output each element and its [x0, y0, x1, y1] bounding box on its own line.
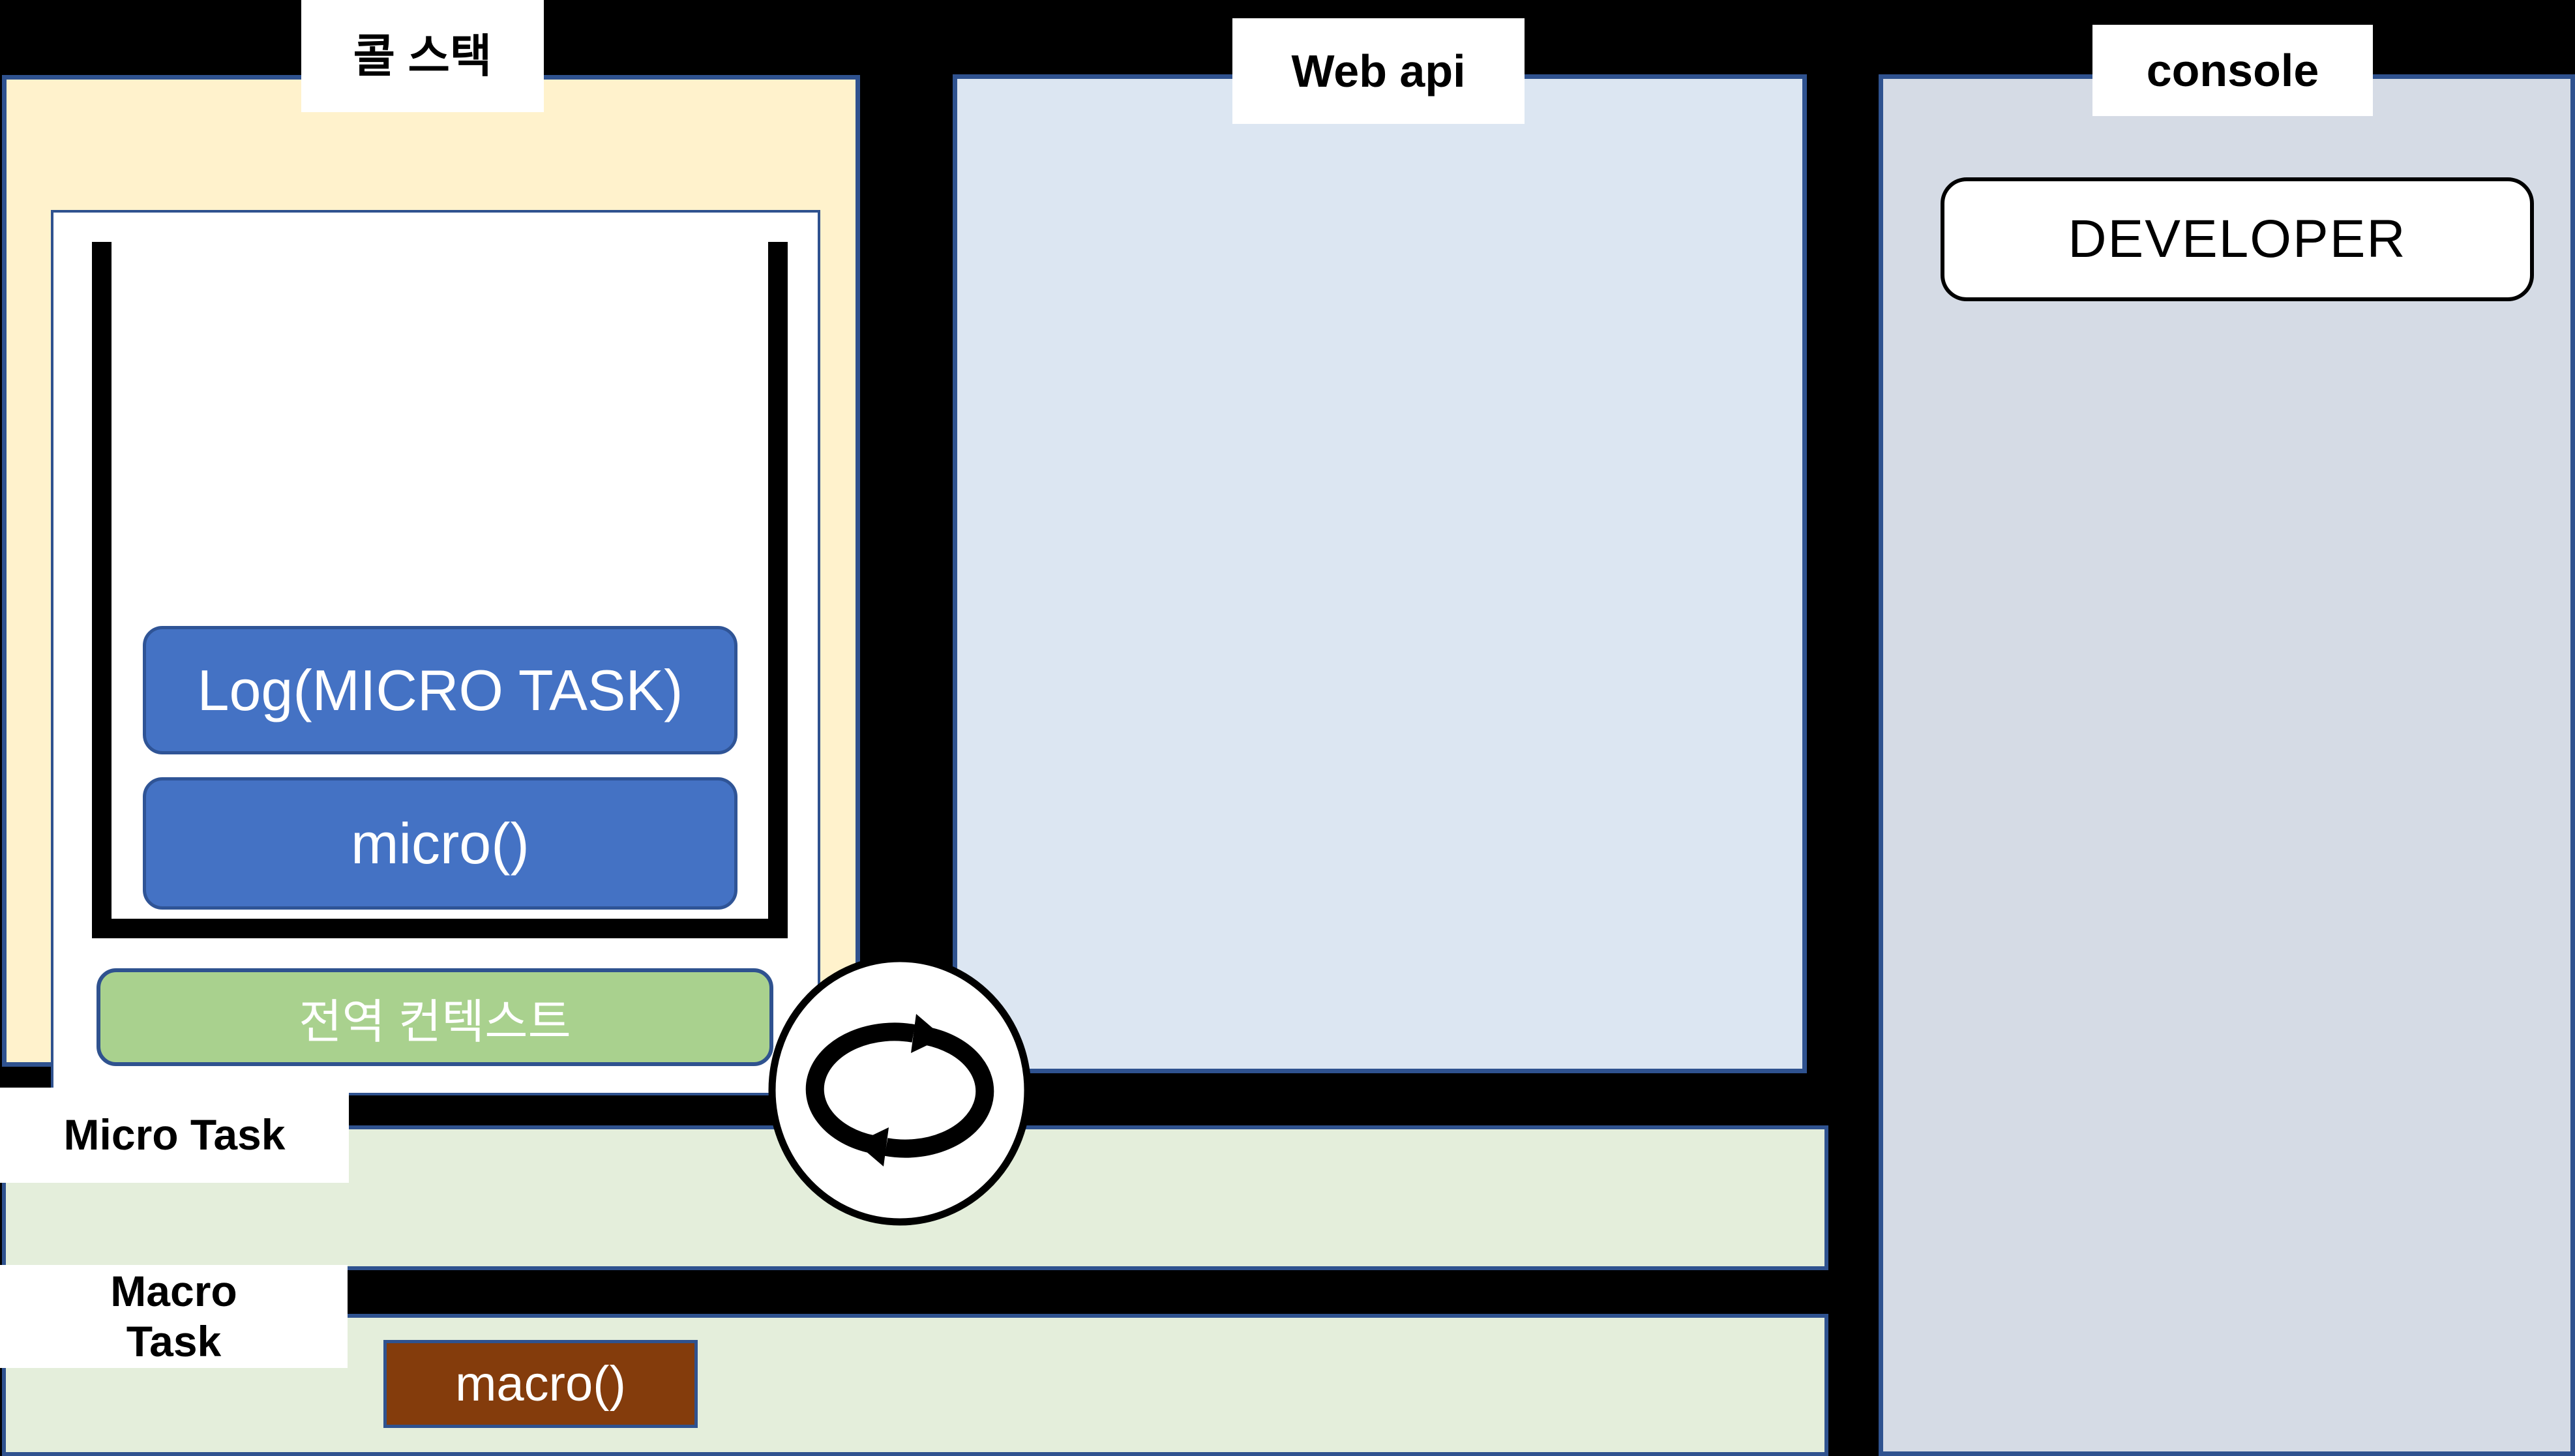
web-api-label: Web api	[1232, 18, 1525, 124]
console-label: console	[2092, 25, 2373, 116]
global-context-box: 전역 컨텍스트	[97, 968, 773, 1066]
macro-task-label: Macro Task	[0, 1265, 348, 1368]
event-loop-circle	[766, 953, 1034, 1227]
call-stack-panel: Log(MICRO TASK) micro() 전역 컨텍스트	[2, 75, 860, 1095]
stack-frame-log: Log(MICRO TASK)	[143, 626, 737, 754]
call-stack-inner-box: Log(MICRO TASK) micro() 전역 컨텍스트	[51, 210, 820, 1095]
console-entry-developer: DEVELOPER	[1941, 177, 2534, 301]
call-stack-label: 콜 스택	[301, 0, 544, 112]
stack-frame-micro: micro()	[143, 777, 737, 910]
stack-outline-left	[92, 242, 112, 938]
web-api-panel	[953, 74, 1807, 1073]
console-panel: DEVELOPER	[1879, 74, 2575, 1456]
cycle-arrows-icon	[768, 955, 1032, 1226]
stack-outline-right	[768, 242, 788, 938]
macro-task-item: macro()	[383, 1340, 698, 1428]
stack-outline-bottom	[92, 919, 788, 938]
micro-task-label: Micro Task	[0, 1088, 349, 1183]
